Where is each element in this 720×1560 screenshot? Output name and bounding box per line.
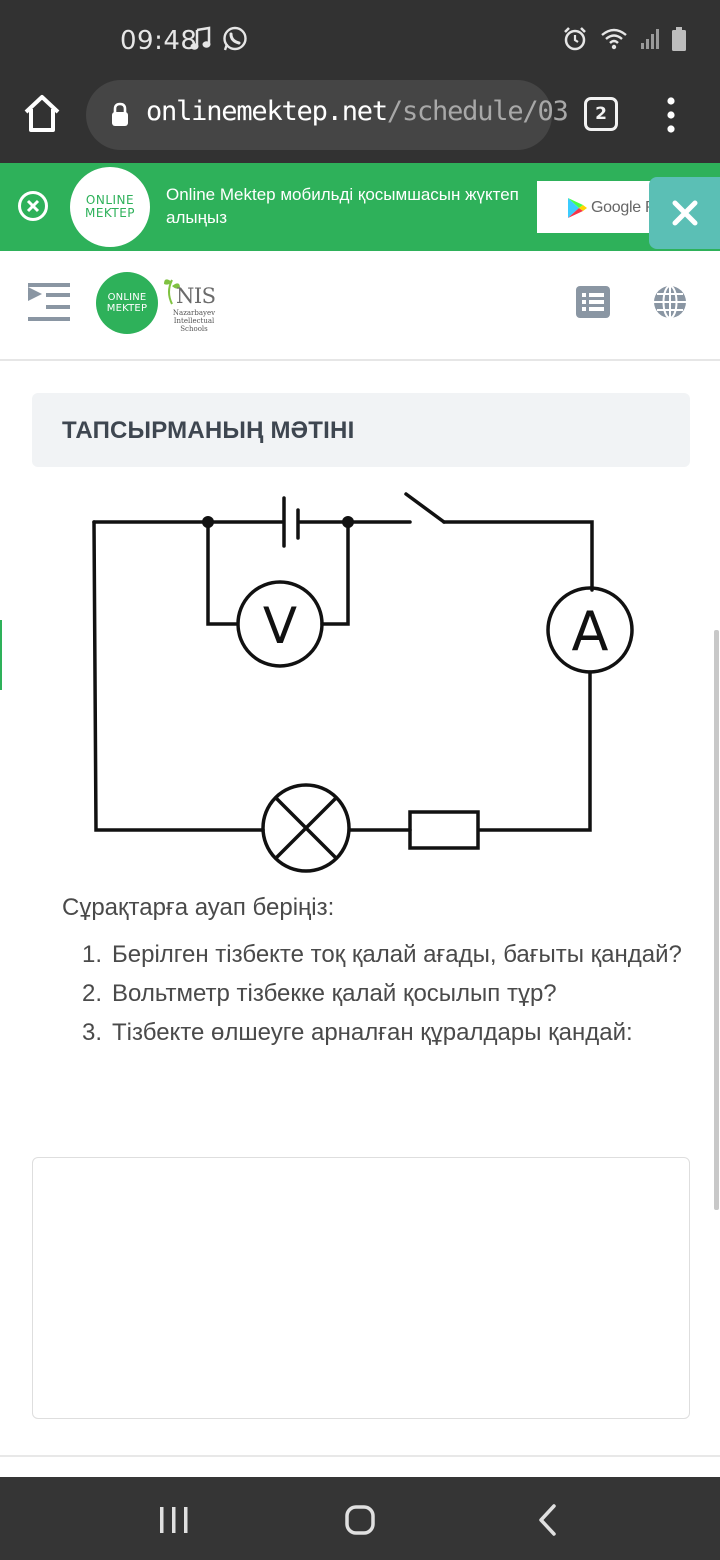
url-text[interactable]: onlinemektep.net/schedule/03 bbox=[146, 96, 569, 127]
question-list: 1. Берілген тізбекте тоқ қалай ағады, бағ… bbox=[82, 938, 682, 1055]
circuit-wire-left bbox=[92, 520, 265, 832]
voltmeter-label: V bbox=[263, 597, 297, 655]
banner-close-button[interactable] bbox=[649, 177, 720, 249]
url-domain: onlinemektep.net bbox=[146, 96, 388, 127]
alarm-icon bbox=[564, 27, 586, 51]
junction-left bbox=[202, 516, 214, 528]
banner-dismiss-icon[interactable] bbox=[17, 190, 49, 222]
switch-lever bbox=[404, 492, 446, 524]
back-icon[interactable] bbox=[536, 1503, 560, 1537]
google-play-label: Google P bbox=[591, 199, 656, 216]
banner-logo-line2: MEKTEP bbox=[84, 206, 136, 220]
menu-toggle-icon[interactable] bbox=[26, 281, 72, 323]
banner-logo: ONLINE MEKTEP bbox=[70, 167, 150, 247]
online-mektep-logo[interactable]: ONLINE MEKTEP bbox=[96, 272, 158, 334]
home-icon[interactable] bbox=[20, 92, 64, 136]
banner-text: Online Mektep мобильді қосымшасын жүктеп… bbox=[166, 185, 519, 227]
battery-icon bbox=[672, 27, 686, 51]
browser-chrome: 09:48 bbox=[0, 0, 720, 163]
circuit-wire-right bbox=[478, 670, 592, 832]
content-divider bbox=[0, 1455, 720, 1457]
question-text: Тізбекте өлшеуге арналған құралдары қанд… bbox=[112, 1019, 633, 1046]
question-number: 3. bbox=[82, 1019, 103, 1046]
status-right-icons bbox=[562, 26, 686, 52]
tab-switcher-button[interactable]: 2 bbox=[584, 97, 618, 131]
banner-logo-line1: ONLINE bbox=[85, 193, 135, 207]
question-number: 1. bbox=[82, 941, 103, 968]
wifi-icon bbox=[601, 28, 627, 50]
resistor-symbol bbox=[408, 810, 480, 850]
voltmeter-branch-left bbox=[206, 520, 238, 626]
status-time: 09:48 bbox=[120, 26, 198, 56]
question-text: Вольтметр тізбекке қалай қосылып тұр? bbox=[112, 980, 557, 1007]
status-bar: 09:48 bbox=[0, 0, 720, 80]
lamp-symbol bbox=[261, 783, 351, 873]
question-item: 1. Берілген тізбекте тоқ қалай ағады, бағ… bbox=[82, 938, 682, 972]
home-button-icon[interactable] bbox=[344, 1504, 376, 1536]
google-play-button[interactable]: Google P bbox=[537, 181, 662, 233]
task-title: ТАПСЫРМАНЫҢ МӘТІНІ bbox=[62, 417, 355, 444]
nis-leaf-icon bbox=[164, 279, 180, 305]
junction-right bbox=[342, 516, 354, 528]
circuit-diagram: V A bbox=[92, 492, 634, 873]
status-left-icons bbox=[190, 26, 248, 52]
question-text: Берілген тізбекте тоқ қалай ағады, бағыт… bbox=[112, 941, 682, 968]
answer-textarea[interactable] bbox=[32, 1157, 690, 1419]
question-item: 3. Тізбекте өлшеуге арналған құралдары қа… bbox=[82, 1016, 682, 1050]
whatsapp-icon bbox=[223, 26, 247, 51]
signal-icon bbox=[641, 29, 659, 49]
site-logo-line1: ONLINE bbox=[107, 292, 147, 303]
google-play-icon bbox=[568, 198, 587, 218]
close-icon bbox=[672, 200, 697, 226]
ammeter-label: A bbox=[572, 600, 609, 663]
music-note-icon bbox=[190, 26, 211, 50]
scrollbar[interactable] bbox=[714, 630, 719, 1210]
more-options-icon[interactable] bbox=[662, 96, 680, 134]
circuit-wire-top-right bbox=[442, 520, 594, 592]
url-path: /schedule/03 bbox=[386, 96, 569, 127]
nis-title: NIS bbox=[176, 284, 216, 308]
lamp-cross bbox=[274, 796, 338, 860]
voltmeter-branch-right bbox=[320, 520, 350, 626]
side-accent bbox=[0, 620, 2, 690]
nis-subtitle: Nazarbayev Intellectual Schools bbox=[172, 309, 216, 333]
questions-intro: Сұрақтарға ауап беріңіз: bbox=[62, 894, 335, 921]
url-bar[interactable]: onlinemektep.net/schedule/03 bbox=[86, 80, 569, 150]
lock-icon bbox=[112, 102, 128, 126]
list-view-icon[interactable] bbox=[576, 286, 610, 318]
recent-apps-icon[interactable] bbox=[158, 1505, 190, 1535]
task-title-box: ТАПСЫРМАНЫҢ МӘТІНІ bbox=[32, 393, 690, 467]
question-number: 2. bbox=[82, 980, 103, 1007]
nis-logo: NIS Nazarbayev Intellectual Schools bbox=[162, 274, 224, 334]
language-globe-icon[interactable] bbox=[652, 284, 688, 320]
site-logo-line2: MEKTEP bbox=[106, 303, 148, 314]
question-item: 2. Вольтметр тізбекке қалай қосылып тұр? bbox=[82, 977, 682, 1011]
system-nav-bar bbox=[0, 1477, 720, 1560]
